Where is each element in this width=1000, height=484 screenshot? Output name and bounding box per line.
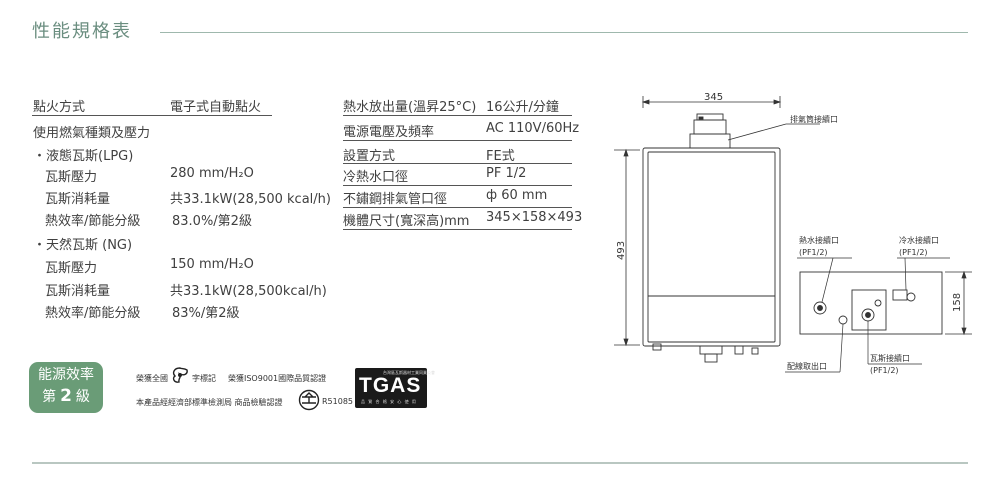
badge-line2-pre: 第: [42, 389, 57, 405]
tgas-logo: 台灣區瓦斯器材工業同業公會 TGAS 品 質 合 格 安 心 使 用: [355, 368, 435, 408]
spec-value: 150 mm/H₂O: [170, 257, 254, 272]
spec-rule: [343, 163, 572, 164]
hot-water-sub: (PF1/2): [799, 248, 828, 257]
wiring-leader: [839, 323, 844, 373]
badge-line1: 能源效率: [38, 367, 94, 383]
dimension-diagram: 345 排氣筒接續口 493: [614, 92, 972, 375]
badge-grade: 2: [60, 386, 72, 406]
spec-rule: [32, 115, 272, 116]
spec-rule: [343, 185, 572, 186]
spec-label: ・天然瓦斯 (NG): [33, 238, 133, 253]
depth-dimension: [945, 270, 972, 336]
spec-label: 瓦斯壓力: [45, 261, 98, 276]
spec-value: 280 mm/H₂O: [170, 166, 254, 181]
spec-value: FE式: [486, 149, 515, 164]
spec-label: 機體尺寸(寬深高)mm: [343, 214, 470, 229]
depth-dim-label: 158: [952, 293, 963, 312]
spec-label: ・液態瓦斯(LPG): [33, 149, 134, 164]
cert-text-bsmi: 本產品經經濟部標準檢測局 商品檢驗認證: [136, 398, 283, 407]
spec-rule: [343, 207, 572, 208]
spec-label: 熱效率/節能分級: [45, 214, 141, 229]
cold-water-label: 冷水接續口: [899, 235, 939, 245]
gas-label: 瓦斯接續口: [870, 353, 910, 363]
width-dimension: [641, 96, 782, 108]
tgas-small-bottom: 品 質 合 格 安 心 使 用: [361, 399, 417, 404]
bsmi-mark-icon: [298, 389, 320, 411]
spec-label: 瓦斯消耗量: [45, 192, 111, 207]
tgas-text: TGAS: [359, 374, 422, 397]
badge-line2-post: 級: [75, 389, 90, 405]
spec-label: 使用燃氣種類及壓力: [33, 126, 151, 141]
spec-label: 設置方式: [343, 149, 396, 164]
spec-value: ф 60 mm: [486, 188, 548, 203]
cert-text-national: 榮獲全國: [136, 374, 168, 383]
spec-rule: [343, 140, 572, 141]
heater-body: [642, 147, 781, 363]
cold-water-leader: [904, 257, 907, 291]
bsmi-code: R51085: [322, 397, 354, 406]
cert-text-iso: 榮獲ISO9001國際品質認證: [228, 374, 327, 383]
spec-label: 電源電壓及頻率: [343, 125, 435, 140]
cert-text-mark: 字標記: [192, 374, 216, 383]
spec-value: 83%/第2級: [172, 306, 240, 321]
page-title: 性能規格表: [32, 21, 132, 42]
tgas-small-top: 台灣區瓦斯器材工業同業公會: [383, 370, 435, 375]
spec-value: 16公升/分鐘: [486, 100, 559, 115]
spec-value: AC 110V/60Hz: [486, 121, 580, 136]
exhaust-pipe: [689, 113, 731, 149]
spec-value: 345×158×493: [486, 210, 583, 225]
spec-label: 瓦斯消耗量: [45, 284, 111, 299]
spec-label: 冷熱水口徑: [343, 170, 409, 185]
height-dimension: [614, 148, 640, 347]
height-dim-label: 493: [616, 241, 627, 260]
gas-sub: (PF1/2): [870, 366, 899, 375]
exhaust-label: 排氣筒接續口: [790, 114, 838, 124]
exhaust-leader: [727, 123, 787, 141]
spec-value: 83.0%/第2級: [172, 214, 252, 229]
spec-label: 瓦斯壓力: [45, 170, 98, 185]
wiring-label: 配線取出口: [787, 361, 827, 371]
spec-value: PF 1/2: [486, 166, 527, 181]
width-dim-label: 345: [704, 92, 723, 103]
spec-label: 熱水放出量(溫昇25°C): [343, 100, 477, 115]
cold-water-sub: (PF1/2): [899, 248, 928, 257]
spec-rule: [343, 115, 572, 116]
hot-water-leader: [821, 257, 834, 303]
bottom-divider: [32, 462, 968, 464]
spec-value: 電子式自動點火: [170, 100, 262, 115]
title-divider: [160, 32, 968, 33]
spec-value: 共33.1kW(28,500 kcal/h): [170, 192, 331, 207]
hot-water-label: 熱水接續口: [799, 235, 839, 245]
spec-value: 共33.1kW(28,500kcal/h): [170, 284, 327, 299]
spec-label: 點火方式: [33, 100, 86, 115]
spec-label: 熱效率/節能分級: [45, 306, 141, 321]
spec-rule: [343, 229, 572, 230]
cns-mark-icon: [172, 367, 188, 383]
spec-label: 不鏽鋼排氣管口徑: [343, 192, 448, 207]
side-view: [799, 271, 943, 335]
